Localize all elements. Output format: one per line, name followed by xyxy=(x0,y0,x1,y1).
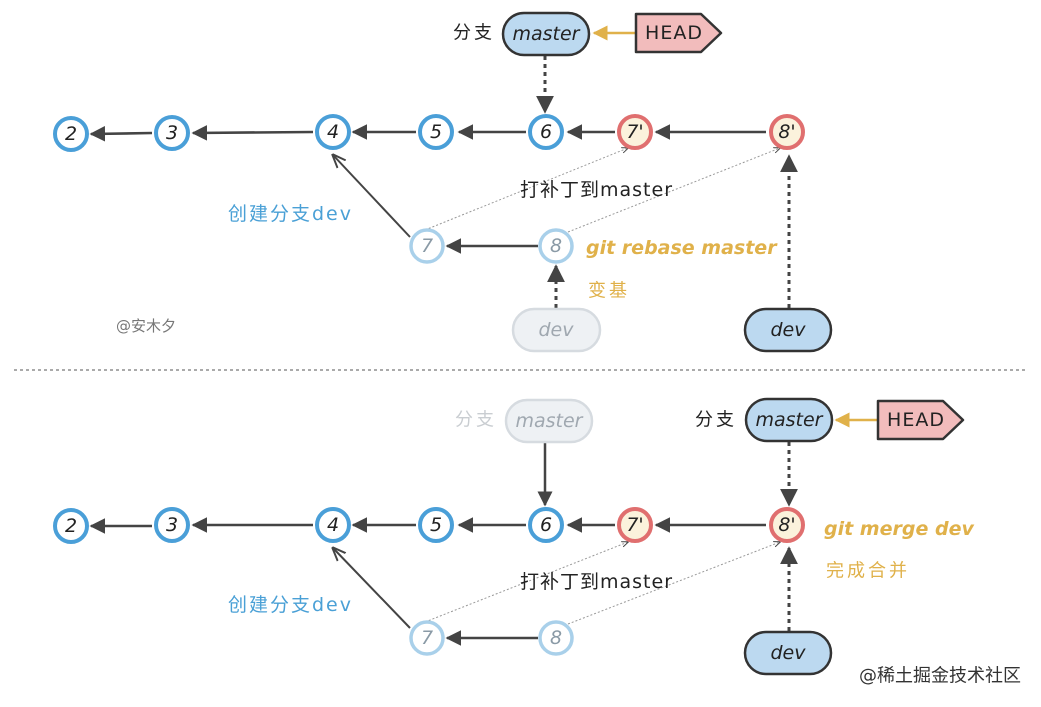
commit-label: 6 xyxy=(540,514,552,536)
merge-command: git merge dev xyxy=(824,518,974,540)
bottom-diagram: 2 3 4 5 6 7' 8 xyxy=(53,397,974,676)
top-commits: 2 3 4 5 6 7' 8 xyxy=(53,114,805,264)
patch-line-7 xyxy=(424,148,628,231)
head-tag: HEAD xyxy=(634,12,723,54)
master-branch-pill: master xyxy=(744,397,834,443)
top-patch-lines xyxy=(424,148,780,233)
branch-word: 分支 xyxy=(695,410,737,431)
head-tag: HEAD xyxy=(876,399,965,441)
old-branch-word: 分支 xyxy=(455,410,497,431)
commit-label: 8 xyxy=(550,627,562,649)
rebase-command: git rebase master xyxy=(586,237,778,259)
edge-7-4 xyxy=(333,155,411,238)
rebase-cn-note: 变基 xyxy=(588,281,630,302)
dev-label: dev xyxy=(771,642,807,664)
bottom-patch-lines xyxy=(424,542,780,625)
commit-node: 5 xyxy=(418,507,454,543)
top-edges xyxy=(89,124,766,254)
bottom-commits: 2 3 4 5 6 7' 8 xyxy=(53,507,805,656)
commit-node-rebased: 8' xyxy=(769,114,805,150)
top-diagram: 2 3 4 5 6 7' 8 xyxy=(53,11,833,353)
commit-label: 5 xyxy=(430,121,442,143)
commit-node-rebased: 7' xyxy=(617,114,653,150)
commit-node-old: 7 xyxy=(409,620,445,656)
commit-label: 7' xyxy=(626,121,643,143)
old-master-branch-pill: master xyxy=(504,398,594,444)
dev-branch-pill: dev xyxy=(743,630,833,676)
author-signature: @安木夕 xyxy=(116,317,176,335)
commit-node-rebased: 8' xyxy=(769,507,805,543)
commit-node: 6 xyxy=(528,114,564,150)
commit-node: 6 xyxy=(528,507,564,543)
edge-4-3 xyxy=(191,125,314,141)
commit-label: 6 xyxy=(540,121,552,143)
commit-label: 2 xyxy=(65,123,77,145)
dev-branch-pill: dev xyxy=(743,307,833,353)
commit-node: 2 xyxy=(53,508,89,544)
commit-label: 7 xyxy=(421,235,433,257)
head-label: HEAD xyxy=(645,22,703,44)
commit-label: 5 xyxy=(430,514,442,536)
create-branch-note: 创建分支dev xyxy=(228,203,353,225)
commit-label: 3 xyxy=(166,514,178,536)
master-label: master xyxy=(755,409,823,431)
commit-node-old: 7 xyxy=(409,228,445,264)
commit-node: 2 xyxy=(53,116,89,152)
site-watermark: @稀土掘金技术社区 xyxy=(859,666,1021,687)
patch-note: 打补丁到master xyxy=(520,571,673,593)
patch-line-8 xyxy=(567,542,780,625)
commit-label: 7' xyxy=(626,514,643,536)
edge-3-2 xyxy=(89,125,153,142)
commit-label: 8 xyxy=(550,235,562,257)
commit-node-old: 8 xyxy=(538,620,574,656)
commit-node: 3 xyxy=(154,507,190,543)
create-branch-note: 创建分支dev xyxy=(228,594,353,616)
commit-label: 8' xyxy=(778,121,795,143)
commit-label: 7 xyxy=(421,627,433,649)
bottom-ref-pointers xyxy=(537,442,798,631)
merge-cn-note: 完成合并 xyxy=(826,561,910,582)
commit-label: 3 xyxy=(166,122,178,144)
master-branch-pill: master xyxy=(501,11,591,57)
commit-label: 8' xyxy=(778,514,795,536)
commit-node-rebased: 7' xyxy=(617,507,653,543)
master-label: master xyxy=(512,23,580,45)
commit-node: 3 xyxy=(154,115,190,151)
dev-label: dev xyxy=(771,319,807,341)
commit-node: 4 xyxy=(315,507,351,543)
top-ref-pointers xyxy=(536,56,798,308)
head-label: HEAD xyxy=(887,409,945,431)
commit-node-old: 8 xyxy=(538,228,574,264)
branch-word: 分支 xyxy=(453,23,495,44)
commit-label: 2 xyxy=(65,515,77,537)
commit-node: 5 xyxy=(418,114,454,150)
commit-label: 4 xyxy=(327,121,339,143)
edge-7-4 xyxy=(333,548,411,629)
patch-line-7 xyxy=(424,542,628,623)
patch-note: 打补丁到master xyxy=(520,179,673,201)
commit-node: 4 xyxy=(315,114,351,150)
old-dev-branch-pill: dev xyxy=(511,307,602,353)
commit-label: 4 xyxy=(327,514,339,536)
old-dev-label: dev xyxy=(539,319,575,341)
bottom-edges xyxy=(89,517,766,646)
old-master-label: master xyxy=(515,410,583,432)
